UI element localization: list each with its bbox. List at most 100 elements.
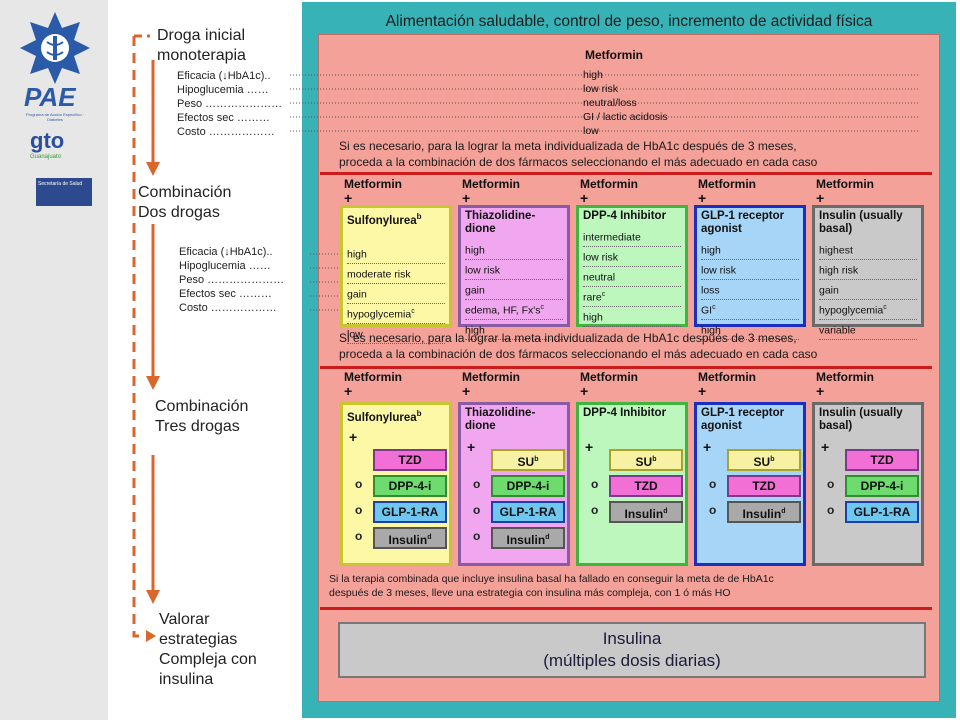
chip-superscript: b: [534, 456, 539, 463]
dual-value-row: edema, HF, Fx'sc: [465, 300, 563, 320]
chip-superscript: d: [427, 534, 432, 541]
mono-title: Metformin: [585, 48, 643, 62]
dual-value-row: highest: [819, 240, 917, 260]
dual-value-row: hypoglycemiac: [347, 304, 445, 324]
dual-value-row: GIc: [701, 300, 799, 320]
dual-value-row: high: [465, 240, 563, 260]
chip-superscript: b: [652, 456, 657, 463]
dual-metformin-head-tzd: Metformin+: [462, 177, 520, 206]
dual-value-row: low risk: [701, 260, 799, 280]
dual-value-row: variable: [819, 320, 917, 340]
dual-value-row: gain: [819, 280, 917, 300]
plus-sign: +: [580, 383, 589, 399]
triple-box-name: Thiazolidine-dione: [465, 407, 536, 432]
chip-tzd: TZD: [373, 449, 447, 471]
chip-su: SUb: [491, 449, 565, 471]
dual-value-row: low: [347, 324, 445, 344]
note-1: Si es necesario, para la lograr la meta …: [339, 139, 818, 169]
dual-value-row: loss: [701, 280, 799, 300]
step4-label: Valorar estrategias Compleja con insulin…: [159, 611, 257, 688]
plus-sign: +: [698, 190, 707, 206]
insulin-final-box: Insulina (múltiples dosis diarias): [338, 622, 926, 678]
triple-box-name: DPP-4 Inhibitor: [583, 407, 667, 419]
chip-dpp-4-i: DPP-4-i: [373, 475, 447, 497]
or-letter: o: [473, 529, 481, 543]
mono-values: high low risk neutral/loss GI / lactic a…: [583, 69, 668, 137]
gto-subtitle: Guanajuato: [30, 154, 62, 160]
or-letter: o: [827, 503, 835, 517]
dual-metformin-head-su: Metformin+: [344, 177, 402, 206]
params1-list: Eficacia (↓HbA1c).. Hipoglucemia …… Peso…: [177, 70, 283, 138]
triple-box-name: Sulfonylureab: [347, 409, 422, 424]
dual-value-row: intermediate: [583, 227, 681, 247]
chip-superscript: d: [781, 508, 786, 515]
chip-dpp-4-i: DPP-4-i: [845, 475, 919, 497]
gto-logo: gto Guanajuato: [30, 128, 82, 160]
params2-list: Eficacia (↓HbA1c).. Hipoglucemia …… Peso…: [179, 246, 285, 314]
chip-superscript: d: [663, 508, 668, 515]
plus-sign: +: [462, 190, 471, 206]
arrow-3-head-icon: [146, 590, 160, 604]
main-title: Alimentación saludable, control de peso,…: [385, 13, 873, 30]
dual-value-row: high: [701, 320, 799, 340]
plus-sign: +: [349, 429, 358, 445]
triple-metformin-head-dpp4: Metformin+: [580, 370, 638, 399]
plus-sign: +: [816, 383, 825, 399]
chip-insulin: Insulind: [609, 501, 683, 523]
triple-metformin-head-insulin: Metformin+: [816, 370, 874, 399]
dual-box-name: Sulfonylureab: [347, 212, 422, 227]
dual-value-row: high: [465, 320, 563, 340]
or-letter: o: [709, 477, 717, 491]
dual-value-row: low risk: [583, 247, 681, 267]
plus-sign: +: [703, 439, 712, 455]
dual-value-row: rarec: [583, 287, 681, 307]
or-letter: o: [827, 477, 835, 491]
chip-insulin: Insulind: [491, 527, 565, 549]
logo-text: PAE: [24, 82, 76, 112]
dual-value-row: hypoglycemiac: [819, 300, 917, 320]
triple-metformin-head-glp1: Metformin+: [698, 370, 756, 399]
or-letter: o: [591, 477, 599, 491]
chip-superscript: d: [545, 534, 550, 541]
leader-lines: [290, 74, 920, 311]
dual-metformin-head-glp1: Metformin+: [698, 177, 756, 206]
chip-tzd: TZD: [845, 449, 919, 471]
step2-label: Combinación Dos drogas: [138, 184, 232, 221]
dashed-arrow-line: [132, 36, 148, 638]
dual-value-row: high: [347, 244, 445, 264]
arrow-dashed-head-icon: [146, 630, 156, 642]
pae-emblem-icon: [20, 12, 90, 84]
triple-metformin-head-su: Metformin+: [344, 370, 402, 399]
or-letter: o: [355, 529, 363, 543]
logo-subtitle: Programa de Acción Específico · Diabetes: [25, 112, 85, 122]
dual-value-row: moderate risk: [347, 264, 445, 284]
arrow-2-head-icon: [146, 376, 160, 390]
chip-tzd: TZD: [727, 475, 801, 497]
plus-sign: +: [580, 190, 589, 206]
plus-sign: +: [698, 383, 707, 399]
or-letter: o: [473, 477, 481, 491]
gto-text: gto: [30, 128, 65, 153]
divider-2: [320, 366, 932, 369]
sidebar: [0, 0, 108, 720]
dual-value-row: neutral: [583, 267, 681, 287]
or-letter: o: [591, 503, 599, 517]
dual-metformin-head-dpp4: Metformin+: [580, 177, 638, 206]
plus-sign: +: [821, 439, 830, 455]
note-2: Si es necesario, para la lograr la meta …: [339, 331, 818, 361]
plus-sign: +: [585, 439, 594, 455]
plus-sign: +: [344, 383, 353, 399]
plus-sign: +: [462, 383, 471, 399]
plus-sign: +: [344, 190, 353, 206]
